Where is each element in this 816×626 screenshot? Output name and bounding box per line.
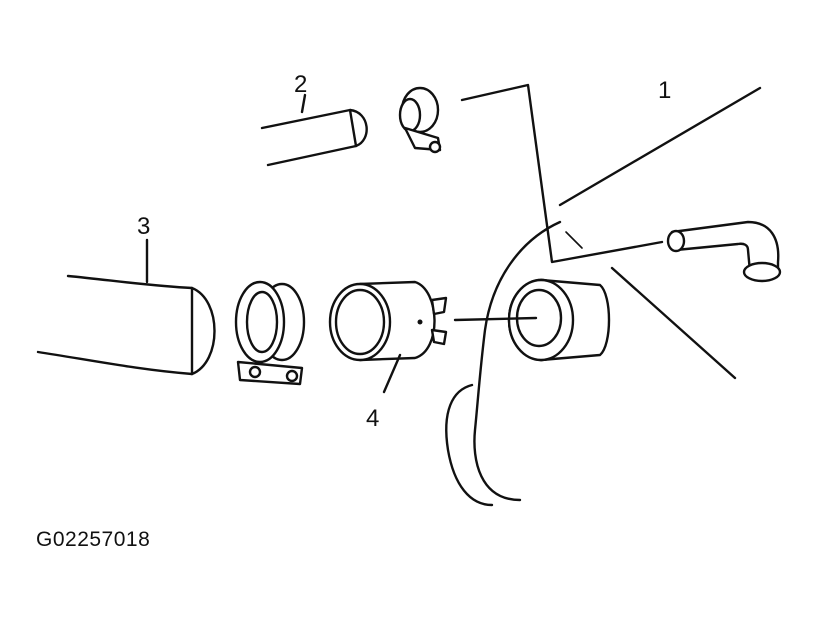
adapter-fitting <box>328 280 448 394</box>
panel-front-curve <box>473 220 562 502</box>
large-clamp-screw-left <box>248 365 262 379</box>
small-hose-top <box>260 108 352 130</box>
small-hose-end <box>348 108 368 148</box>
callout-3: 3 <box>137 213 150 240</box>
elbow-fitting-icon <box>666 220 782 283</box>
large-hose-end <box>190 286 216 376</box>
insertion-arrow-line <box>453 316 538 322</box>
large-hose-top <box>66 274 194 290</box>
housing-panel <box>445 83 762 507</box>
panel-inner-mark <box>565 231 583 249</box>
panel-right-edge <box>610 266 737 380</box>
large-hose <box>36 238 216 376</box>
elbow-fitting-outlet <box>742 261 782 283</box>
callout-2: 2 <box>294 71 307 98</box>
large-hose-bottom <box>36 350 194 376</box>
adapter-face <box>328 282 392 362</box>
callout-4: 4 <box>366 405 379 432</box>
panel-lower-lip <box>445 383 494 507</box>
large-clamp-screw-right <box>285 369 299 383</box>
callout-1: 1 <box>658 77 671 104</box>
panel-top-edge <box>558 86 762 207</box>
adapter-bore <box>334 288 386 356</box>
small-clamp-band-inner <box>398 97 422 133</box>
small-hose <box>260 93 368 167</box>
adapter-tab-bottom <box>430 328 448 346</box>
elbow-fitting-end <box>666 229 686 253</box>
adapter-tab-top <box>430 296 448 316</box>
large-clamp-inner <box>245 290 279 354</box>
hose-clamp-icon <box>234 280 306 386</box>
leader-line-1-1 <box>460 83 664 264</box>
figure-id-label: G02257018 <box>36 528 151 551</box>
small-clamp-screw <box>428 140 442 154</box>
leader-line-4 <box>382 353 402 394</box>
leader-line-2 <box>300 93 307 114</box>
adapter-pin <box>417 319 423 325</box>
hose-clamp-icon <box>398 86 442 154</box>
panel-spigot <box>453 278 611 362</box>
small-hose-bottom <box>266 144 358 167</box>
